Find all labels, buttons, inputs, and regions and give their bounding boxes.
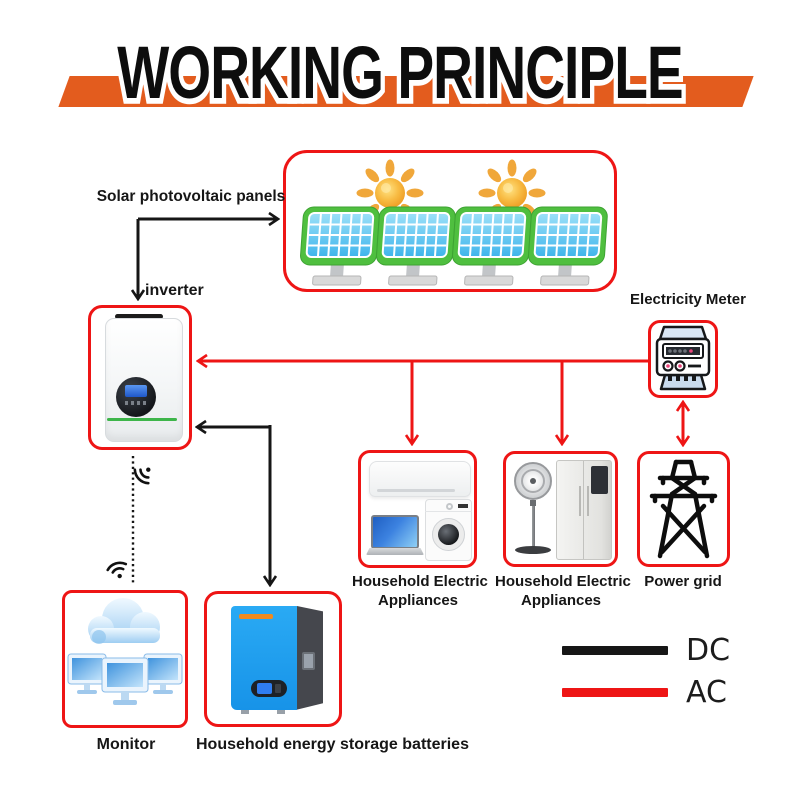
wifi-icon xyxy=(133,467,151,485)
electricity-meter-label: Electricity Meter xyxy=(630,291,746,308)
monitor-label: Monitor xyxy=(96,736,156,753)
wire-battery-to-inverter xyxy=(198,425,270,584)
wifi-icon xyxy=(106,561,128,579)
solar-panel-icon xyxy=(300,206,608,286)
power-tower-icon xyxy=(649,459,718,559)
household-appliances-right-box xyxy=(503,451,618,567)
legend-dc-label: DC xyxy=(686,633,731,668)
legend-ac-label: AC xyxy=(686,675,727,710)
page-title-outline: WORKING PRINCIPLE xyxy=(113,26,688,121)
solar-panels-label: Solar photovoltaic panels xyxy=(96,188,286,205)
battery-label: Household energy storage batteries xyxy=(196,736,469,753)
appliances-right-label: Household Electric Appliances xyxy=(495,573,631,609)
monitor-box xyxy=(62,590,188,728)
monitor-icon xyxy=(101,657,149,705)
monitor-icon xyxy=(143,653,183,694)
monitor-cloud-icon xyxy=(67,598,183,705)
page-title: WORKING PRINCIPLE WORKING PRINCIPLE xyxy=(20,26,780,145)
legend-ac-line xyxy=(562,688,668,697)
legend-dc-line xyxy=(562,646,668,655)
power-grid-box xyxy=(637,451,730,567)
battery-logo xyxy=(239,614,273,619)
battery-icon xyxy=(207,594,339,724)
cloud-icon xyxy=(88,598,160,644)
wire-ac-bus xyxy=(199,361,649,443)
inverter-handle xyxy=(115,314,163,319)
electricity-meter-icon xyxy=(655,325,711,391)
inverter-label: inverter xyxy=(145,282,204,299)
battery-box xyxy=(204,591,342,727)
solar-panels-icon xyxy=(300,159,608,286)
electricity-meter-box xyxy=(648,320,718,398)
monitor-icon xyxy=(67,653,107,694)
inverter-icon xyxy=(91,308,189,447)
power-grid-label: Power grid xyxy=(644,573,722,590)
appliances-left-label: Household Electric Appliances xyxy=(352,573,488,609)
page-title-text: WORKING PRINCIPLE xyxy=(117,31,683,115)
inverter-box xyxy=(88,305,192,450)
inverter-display xyxy=(116,377,156,417)
household-appliances-left-box xyxy=(358,450,477,568)
solar-panels-box xyxy=(283,150,617,292)
wire-solar-to-inverter xyxy=(138,219,277,298)
